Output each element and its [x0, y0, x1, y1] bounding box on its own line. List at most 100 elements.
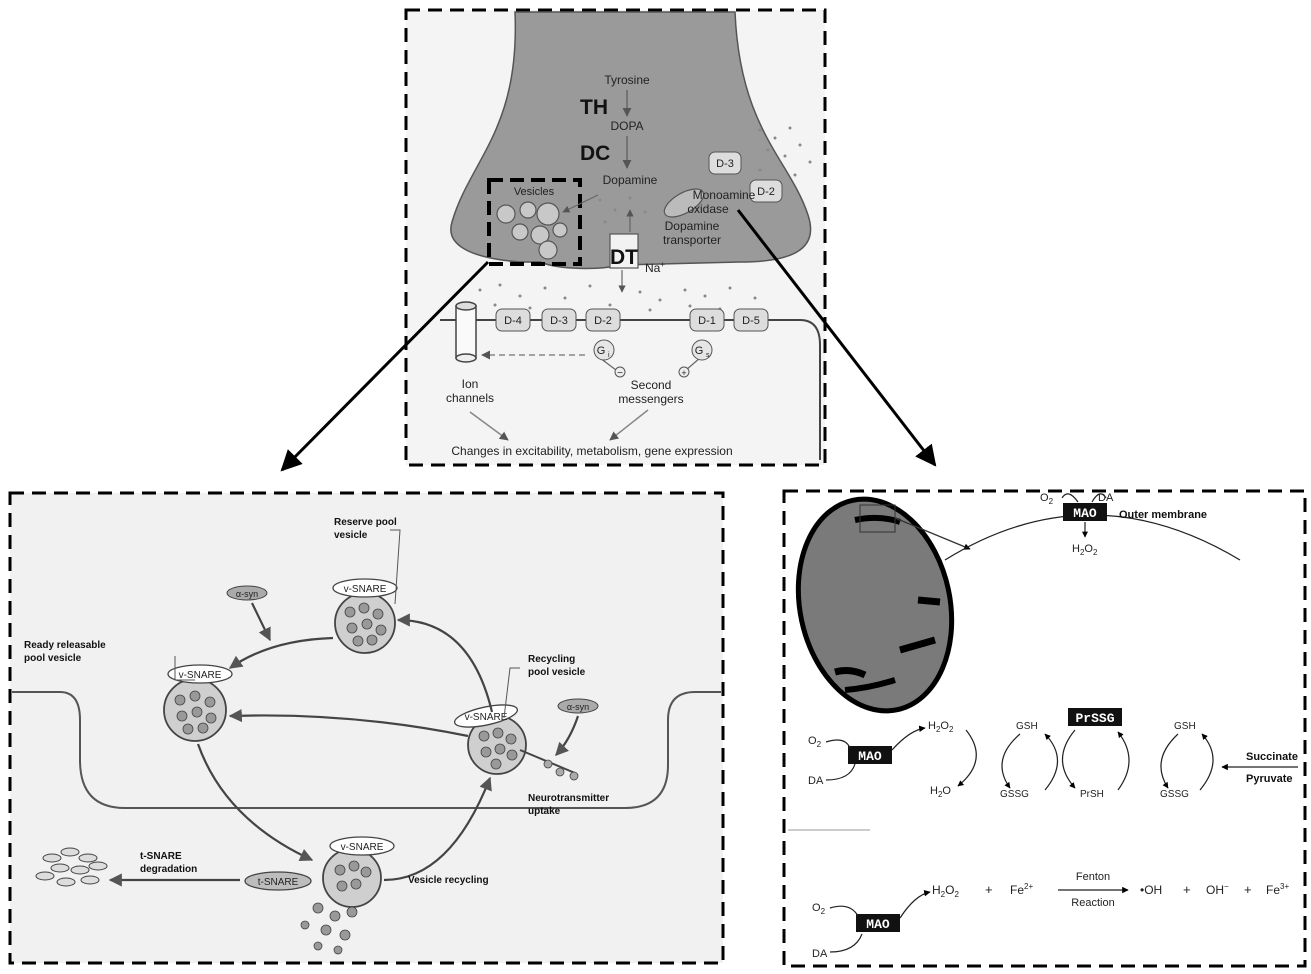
vsnare-label: v-SNARE: [179, 670, 222, 681]
na-label: Na+: [645, 260, 665, 275]
mao-panel: MAO O2 DA H2O2 Outer membrane MAO O2 DA …: [782, 489, 1307, 968]
vesicle-cycle-panel: v-SNARE v-SNARE v-SNARE: [8, 491, 725, 965]
vesicles-icon: [496, 201, 568, 260]
gs-protein-icon: [691, 339, 713, 361]
receptor-label: D-5: [742, 315, 760, 327]
ready-pool-label-2: pool vesicle: [24, 653, 82, 664]
mao-box: [1063, 503, 1107, 521]
mao-box: [856, 914, 900, 932]
mao-to-h2o2-arrow: [899, 889, 931, 919]
o2-in-curve: [829, 905, 859, 917]
arrow-to-mao-panel: [736, 209, 937, 467]
plus-icon: [678, 366, 690, 378]
alpha-syn-label: α-syn: [567, 702, 589, 712]
gssg-to-gsh-arrow: [1199, 733, 1214, 791]
tyrosine-label: Tyrosine: [604, 73, 650, 87]
receptor-label: D-3: [550, 315, 568, 327]
arrow-asyn-ready: [251, 602, 271, 642]
arrow-ion-changes: [469, 411, 509, 441]
arrow-vesicle-recycling: [383, 776, 492, 882]
o2-label: O2: [812, 902, 826, 916]
mao-label: MAO: [1073, 506, 1097, 521]
vesicle-recycling-label: Vesicle recycling: [408, 875, 489, 886]
prsh-label: PrSH: [1080, 789, 1104, 800]
plus-sign: +: [1244, 882, 1252, 897]
tsnare-label: t-SNARE: [258, 877, 299, 888]
vesicle-highlight-box: [487, 178, 582, 266]
da-label: DA: [808, 775, 824, 787]
ready-pool-label: Ready releasable: [24, 640, 106, 651]
h2o-label: H2O: [930, 785, 951, 799]
arrow-reserve-to-ready: [228, 636, 334, 669]
succinate-label: Succinate: [1246, 751, 1298, 763]
fusing-vesicle: [322, 848, 382, 908]
gs-label: G: [695, 345, 704, 357]
vsnare-tag: [453, 704, 519, 728]
mao-label: MAO: [866, 917, 890, 932]
degraded-tsnare-fragments: [35, 847, 108, 887]
fe2-label: Fe2+: [1010, 882, 1033, 897]
da-in-curve: [825, 763, 856, 781]
h2o2-label: H2O2: [1072, 543, 1098, 557]
recycling-pool-label: Recycling: [528, 654, 575, 665]
da-label: DA: [812, 948, 828, 960]
gs-to-second: [685, 357, 701, 371]
vsnare-tag: [329, 836, 395, 856]
arrow-recycling-to-reserve: [396, 613, 494, 713]
o2-label: O2: [1040, 492, 1054, 506]
gs-sub: s: [706, 352, 710, 359]
neurotransmitter-uptake-label-2: uptake: [528, 806, 561, 817]
mao-label: MAO: [858, 749, 882, 764]
zoom-arrow: [894, 517, 971, 550]
tsnare-tag: [244, 871, 312, 891]
arrow-second-changes: [609, 409, 649, 441]
h2o2-label: H2O2: [932, 883, 959, 899]
autoreceptors: [708, 151, 783, 203]
o2-in-curve: [1061, 493, 1079, 503]
o2-label: O2: [808, 735, 822, 749]
fe3-label: Fe3+: [1266, 882, 1289, 897]
dopamine-transporter-icon: [609, 233, 639, 269]
vsnare-label: v-SNARE: [341, 842, 384, 853]
mao-enzyme-icon: [663, 188, 705, 218]
pyruvate-label: Pyruvate: [1246, 773, 1292, 785]
hydroxyl-radical-label: •OH: [1140, 883, 1162, 897]
gssg-to-gsh-arrow: [1044, 733, 1058, 791]
mao-box: [848, 746, 892, 764]
dopamine-label: Dopamine: [603, 173, 658, 187]
dt-label: DT: [610, 246, 638, 269]
terminal-membrane: [12, 691, 721, 809]
reserve-callout-line: [390, 529, 401, 605]
hydroxide-label: OH−: [1206, 882, 1229, 897]
reserve-pool-label: Reserve pool: [334, 517, 397, 528]
mao-to-h2o2-arrow: [891, 725, 926, 751]
arrow-asyn-recycling: [555, 715, 580, 756]
prssg-box: [1068, 708, 1122, 726]
vsnare-tag: [332, 578, 398, 598]
receptor-label: D-1: [698, 315, 716, 327]
h2o2-to-h2o-arrow: [957, 729, 977, 787]
minus-label: −: [617, 368, 623, 379]
tsnare-degradation-label: t-SNARE: [140, 851, 182, 862]
gssg-label: GSSG: [1000, 789, 1029, 800]
second-messengers-line2: messengers: [618, 392, 683, 406]
reserve-pool-label-2: vesicle: [334, 530, 368, 541]
mao-label-line1: Monoamine: [693, 188, 756, 202]
prsh-to-prssg-arrow: [1117, 731, 1130, 791]
autoreceptor-label: D-2: [757, 186, 775, 198]
synapse-panel: D-3 D-2 D-4 D-3 D-2 D-1 D-5 G i G: [404, 8, 827, 467]
arrow-recycling-to-ready: [228, 709, 469, 738]
gsh-to-gssg-arrow: [1001, 733, 1021, 789]
h2o2-label: H2O2: [928, 720, 954, 734]
mao-label-line2: oxidase: [687, 202, 729, 216]
changes-label: Changes in excitability, metabolism, gen…: [451, 444, 732, 458]
gsh-label: GSH: [1016, 721, 1038, 732]
gi-sub: i: [608, 352, 610, 359]
plus-sign: +: [985, 882, 993, 897]
dopa-label: DOPA: [610, 119, 643, 133]
plus-label: +: [681, 368, 686, 378]
recycling-callout-line: [503, 667, 520, 719]
presynaptic-terminal: [450, 11, 812, 270]
alpha-syn-label: α-syn: [236, 589, 258, 599]
